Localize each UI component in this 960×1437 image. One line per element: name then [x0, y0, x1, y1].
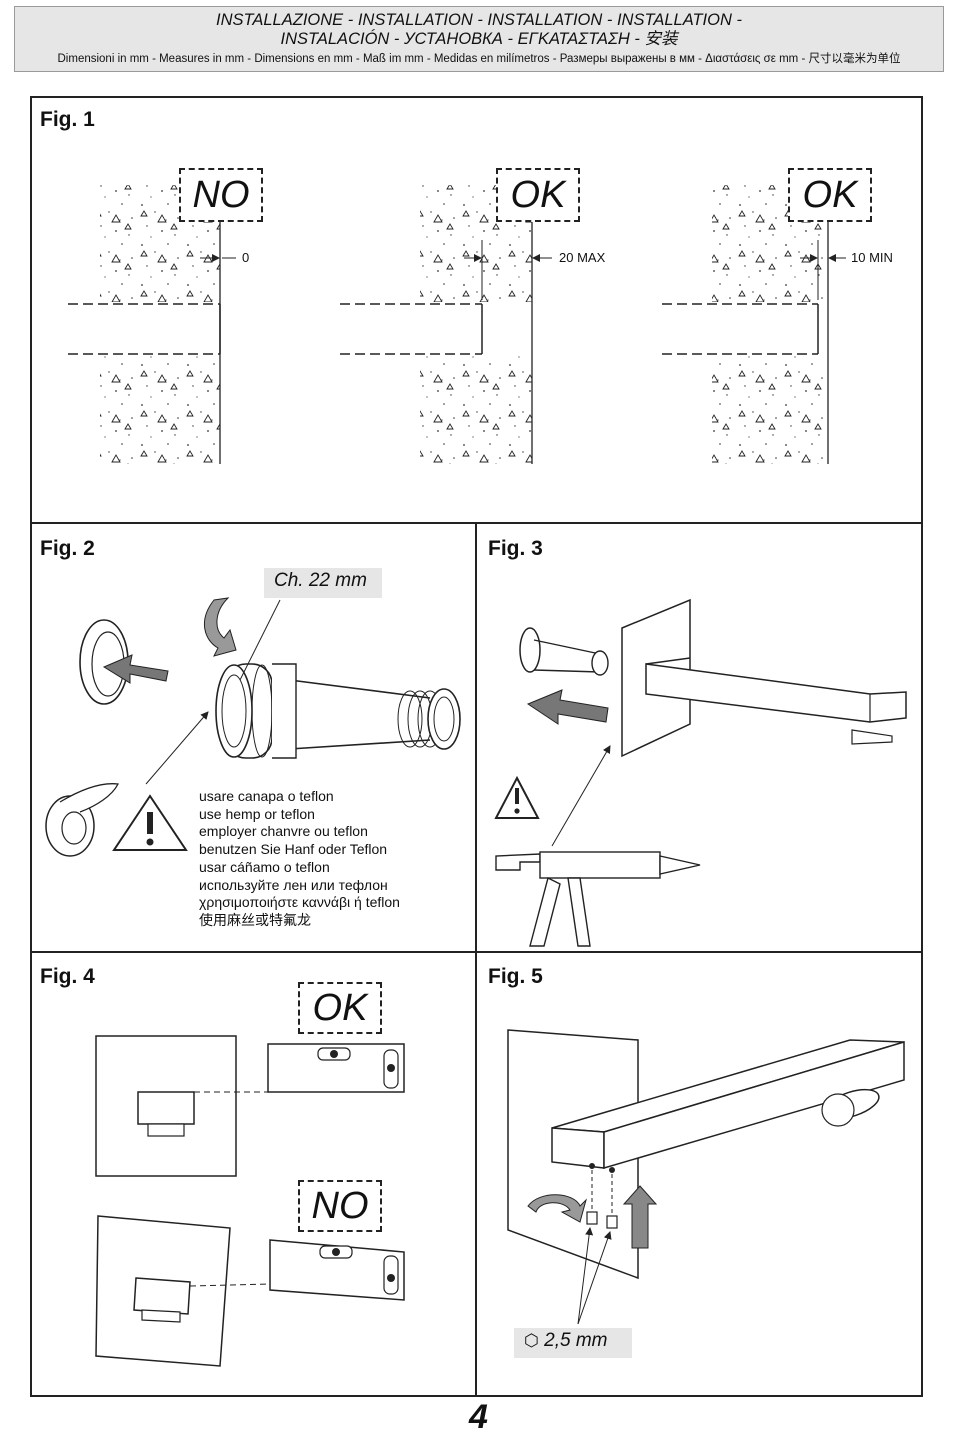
- fig2-wall-flange: [79, 619, 129, 705]
- fig2-instructions: usare canapa o teflon use hemp or teflon…: [199, 788, 400, 930]
- fig1-dim-20max: 20 MAX: [559, 250, 606, 265]
- fig2-teflon-roll: [45, 783, 119, 857]
- fig4-label: Fig. 4: [40, 965, 95, 988]
- fig3-wall-plate-spout: [621, 598, 907, 758]
- instruction-fr: employer chanvre ou teflon: [199, 823, 368, 840]
- fig3-insert-arrow: [526, 689, 609, 725]
- fig1-tag-no: NO: [179, 168, 263, 222]
- fig2-wrench-size: Ch. 22 mm: [264, 568, 382, 598]
- fig4-incorrect-assembly: [95, 1215, 405, 1367]
- fig4-correct-assembly: [95, 1035, 405, 1177]
- divider-vertical: [475, 522, 477, 1397]
- fig1-wall-flush: [68, 185, 236, 464]
- fig5-wall-plate-spout: [507, 1029, 905, 1280]
- fig2-label: Fig. 2: [40, 537, 95, 560]
- page-header: INSTALLAZIONE - INSTALLATION - INSTALLAT…: [14, 6, 944, 72]
- fig3-label: Fig. 3: [488, 537, 543, 560]
- hex-key-size: 2,5 mm: [544, 1330, 608, 1351]
- fig2-insert-arrow: [102, 654, 169, 684]
- instruction-en: use hemp or teflon: [199, 805, 315, 822]
- instruction-de: benutzen Sie Hanf oder Teflon: [199, 841, 388, 858]
- fig1-dim-10min: 10 MIN: [851, 250, 893, 265]
- fig5-up-arrow: [622, 1185, 658, 1249]
- fig5-rotate-arrow: [527, 1194, 587, 1223]
- fig3-warning-icon: [494, 775, 540, 819]
- fig4-tag-ok: OK: [298, 982, 382, 1034]
- fig4-tag-no: NO: [298, 1180, 382, 1232]
- fig2-pipe-fitting: [145, 599, 461, 785]
- fig3-pipe: [519, 627, 609, 676]
- fig1-tag-ok-min: OK: [788, 168, 872, 222]
- instruction-ru: используйте лен или тефлон: [199, 876, 388, 893]
- fig2-rotate-arrow: [204, 597, 237, 657]
- instruction-es: usar cáñamo o teflon: [199, 858, 330, 875]
- fig1-label: Fig. 1: [40, 108, 95, 131]
- instruction-el: χρησιμοποιήστε καννάβι ή teflon: [199, 894, 400, 911]
- page-number: 4: [469, 1398, 488, 1436]
- instruction-it: usare canapa o teflon: [199, 788, 334, 804]
- fig1-tag-ok-max: OK: [496, 168, 580, 222]
- fig1-dim-zero: 0: [242, 250, 250, 265]
- instruction-zh: 使用麻丝或特氟龙: [199, 911, 311, 928]
- hex-key-icon: ⬡: [524, 1331, 539, 1350]
- fig2-warning-icon: [112, 794, 188, 851]
- fig5-hex-key: ⬡ 2,5 mm: [514, 1328, 632, 1358]
- header-title-line2: INSTALACIÓN - УСТАНОВКА - ΕΓΚΑΤΑΣΤΑΣΗ - …: [280, 30, 678, 48]
- fig3-silicone-gun: [495, 745, 701, 947]
- header-title-line1: INSTALLAZIONE - INSTALLATION - INSTALLAT…: [216, 11, 742, 29]
- fig1-wall-protruding-max: [340, 185, 552, 464]
- fig5-label: Fig. 5: [488, 965, 543, 988]
- header-dimensions-note: Dimensioni in mm - Measures in mm - Dime…: [57, 53, 901, 65]
- fig1-wall-recessed-min: [662, 185, 846, 464]
